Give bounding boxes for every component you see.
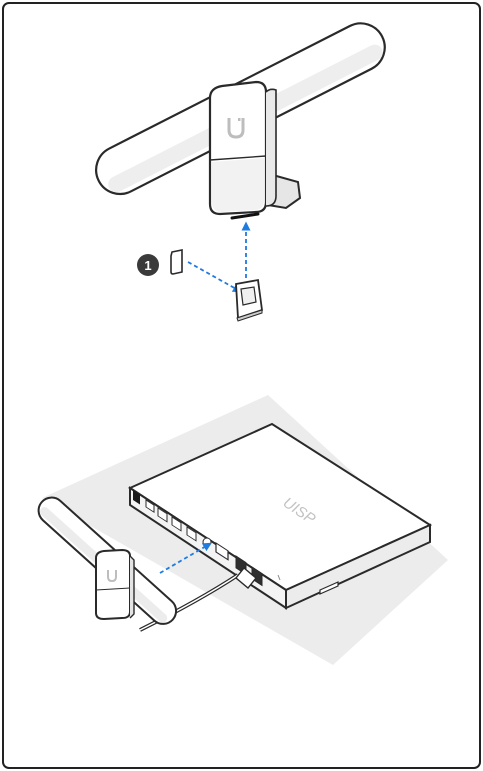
connect-arrow bbox=[159, 542, 212, 574]
step-number: 1 bbox=[144, 258, 151, 273]
router-install-illustration: UISP bbox=[37, 395, 448, 665]
step-badge: 1 bbox=[137, 254, 159, 276]
port-4 bbox=[186, 526, 197, 542]
ubiquiti-logo-icon bbox=[227, 118, 245, 139]
ubiquiti-logo-small-icon bbox=[107, 570, 117, 583]
reset-button-icon bbox=[202, 537, 212, 547]
sim-slot bbox=[230, 212, 260, 220]
sim-tray bbox=[235, 278, 263, 322]
port-1 bbox=[145, 499, 155, 514]
port-3 bbox=[171, 516, 182, 532]
adapter-body-small bbox=[95, 548, 131, 621]
router-side bbox=[285, 523, 431, 610]
port-2 bbox=[157, 507, 168, 523]
insert-arrow-diagonal bbox=[187, 261, 242, 293]
port-usb bbox=[215, 542, 229, 561]
side-vent bbox=[319, 581, 339, 595]
adapter-top-illustration: 1 bbox=[95, 22, 386, 322]
sim-card-icon bbox=[170, 249, 183, 275]
